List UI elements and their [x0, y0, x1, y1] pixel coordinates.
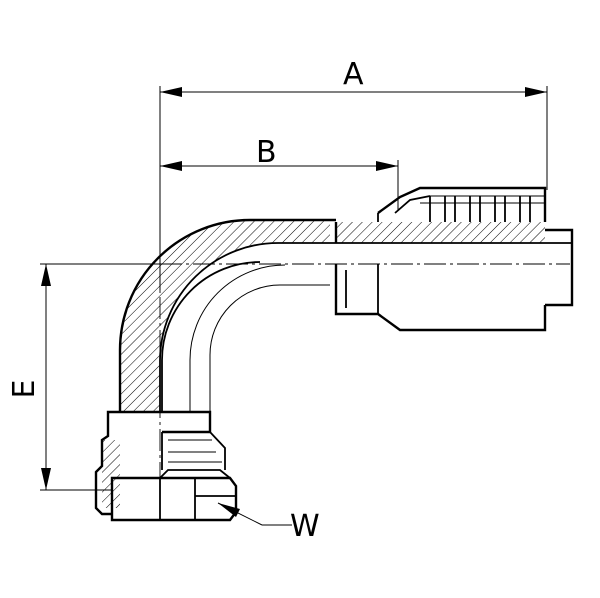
ferrule — [334, 186, 574, 332]
dimension-b: B — [160, 135, 399, 210]
dimension-a: A — [159, 57, 548, 290]
dimension-w-label: W — [290, 509, 320, 544]
elbow-body — [118, 218, 336, 413]
swivel-nut — [94, 410, 238, 522]
centre-line — [159, 263, 570, 495]
dimension-e: E — [7, 263, 160, 491]
dimension-e-label: E — [7, 380, 42, 399]
dimension-w: W — [217, 502, 320, 544]
dimension-b-label: B — [256, 135, 277, 170]
dimension-a-label: A — [343, 57, 364, 92]
